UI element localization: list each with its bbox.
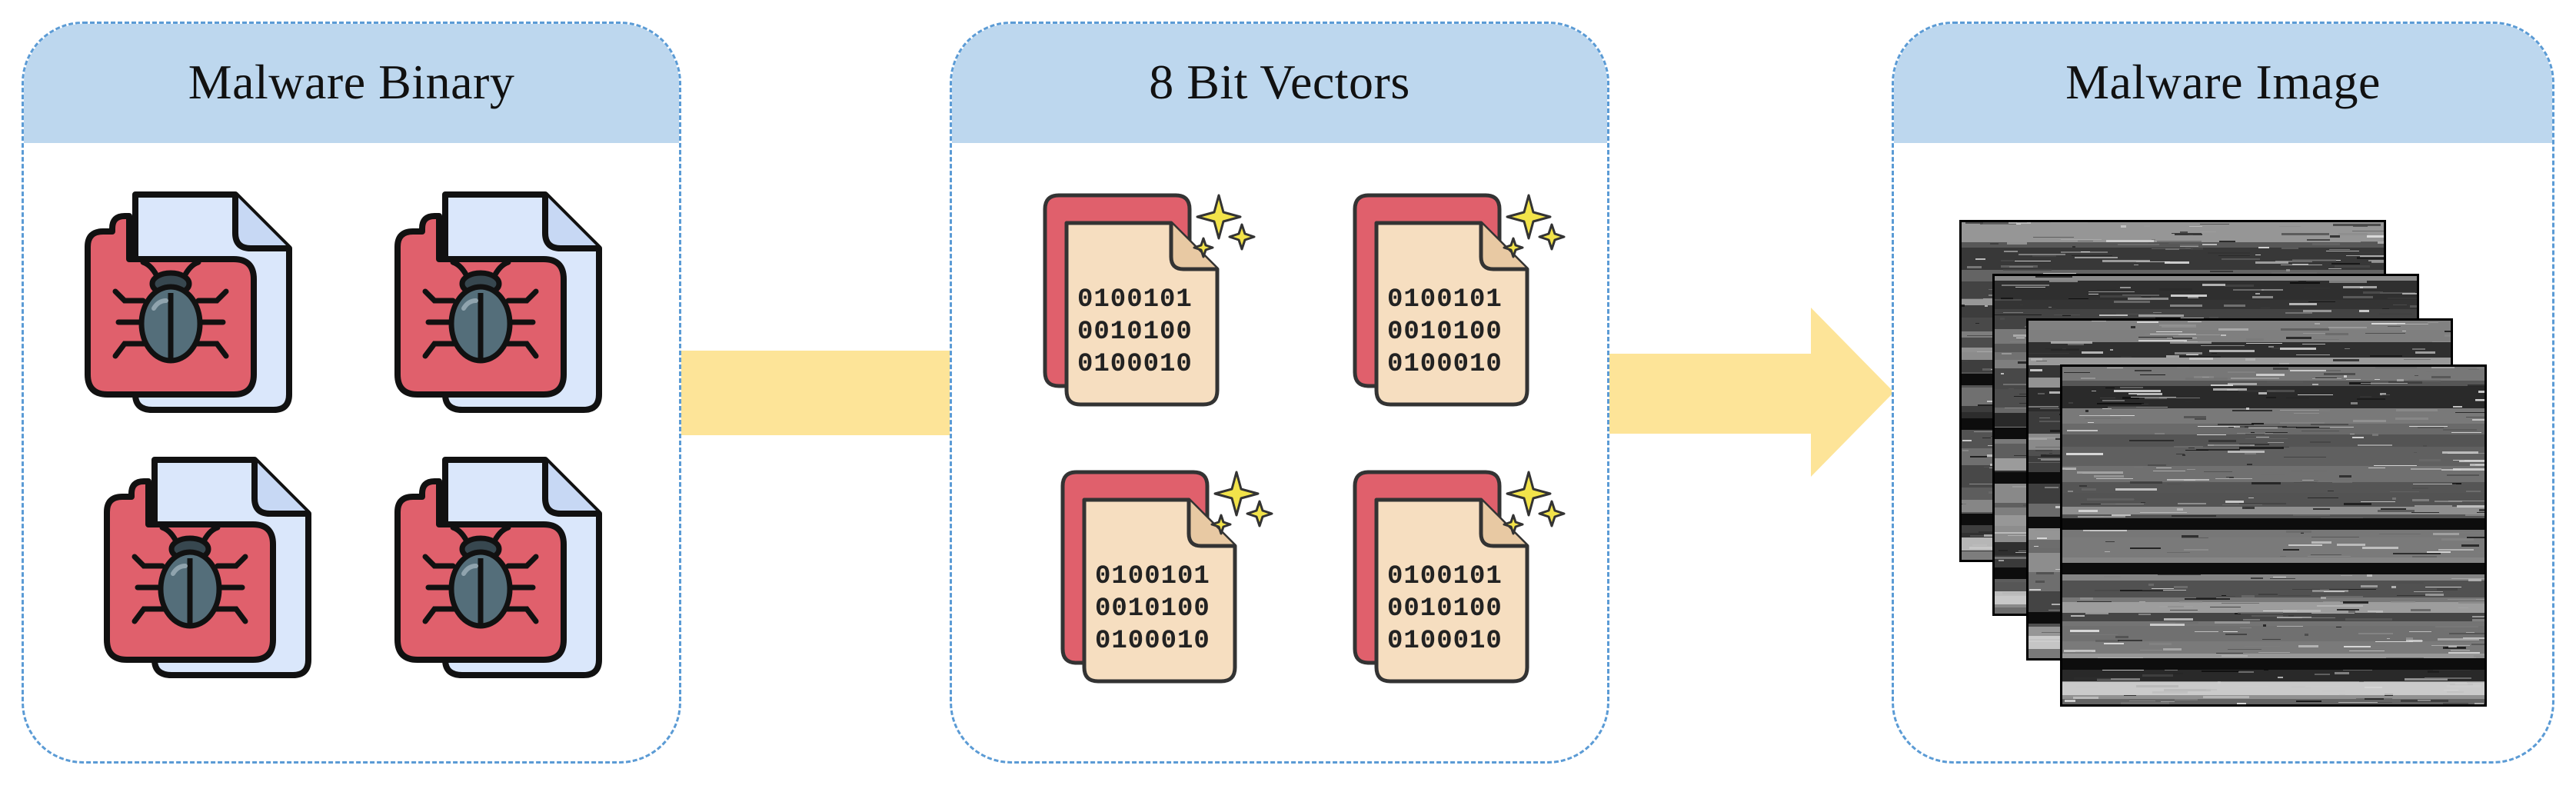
binary-document-icon: 0100101 0010100 0100010 xyxy=(1040,189,1263,420)
malware-file-icon xyxy=(391,451,622,681)
panel-header: Malware Image xyxy=(1894,24,2552,143)
bit-line: 0100101 xyxy=(1387,562,1503,591)
panel-frame: Malware Binary xyxy=(22,22,681,764)
malware-file-icon xyxy=(391,185,622,416)
file-page-fold xyxy=(542,195,599,251)
bit-line: 0100010 xyxy=(1387,627,1503,656)
bit-line: 0100010 xyxy=(1387,350,1503,379)
malware-grayscale-image xyxy=(2060,364,2487,707)
connector-band-shape xyxy=(681,351,954,435)
bit-line: 0100010 xyxy=(1095,627,1210,656)
binary-document-icon: 0100101 0010100 0100010 xyxy=(1058,466,1281,697)
panel-frame: 8 Bit Vectors 0100101 0010100 0100010 01… xyxy=(950,22,1609,764)
sparkle-icon xyxy=(1503,194,1566,258)
file-page-fold xyxy=(232,195,289,251)
bit-line: 0010100 xyxy=(1077,318,1193,347)
panel-8-bit-vectors: 8 Bit Vectors 0100101 0010100 0100010 01… xyxy=(950,22,1609,764)
bit-line: 0010100 xyxy=(1387,318,1503,347)
bit-line: 0100101 xyxy=(1387,285,1503,314)
panel-malware-image: Malware Image xyxy=(1892,22,2554,764)
connector-band xyxy=(681,351,954,439)
sparkle-icon xyxy=(1210,471,1273,535)
panel-frame: Malware Image xyxy=(1892,22,2554,764)
panel-title: Malware Image xyxy=(2065,55,2381,109)
doc-fold xyxy=(1479,223,1527,271)
panel-title: 8 Bit Vectors xyxy=(1149,55,1410,109)
panel-malware-binary: Malware Binary xyxy=(22,22,681,764)
panel-title: Malware Binary xyxy=(188,55,515,109)
doc-fold xyxy=(1479,500,1527,548)
binary-document-icon: 0100101 0010100 0100010 xyxy=(1350,189,1573,420)
sparkle-icon xyxy=(1193,194,1256,258)
bit-line: 0100101 xyxy=(1095,562,1210,591)
panel-header: 8 Bit Vectors xyxy=(952,24,1607,143)
bit-line: 0010100 xyxy=(1095,594,1210,624)
panel-header: Malware Binary xyxy=(24,24,679,143)
file-page-fold xyxy=(251,460,308,517)
panel-body: 0100101 0010100 0100010 0100101 0010100 … xyxy=(952,143,1607,761)
binary-document-icon: 0100101 0010100 0100010 xyxy=(1350,466,1573,697)
doc-fold xyxy=(1186,500,1235,548)
malware-file-icon xyxy=(101,451,331,681)
file-page-fold xyxy=(542,460,599,517)
malware-image-layer xyxy=(2060,364,2487,707)
doc-fold xyxy=(1169,223,1217,271)
connector-arrow-shape xyxy=(1609,308,1894,477)
panel-body xyxy=(1894,143,2552,761)
malware-file-icon xyxy=(82,185,312,416)
connector-arrow xyxy=(1609,308,1894,481)
bit-line: 0100101 xyxy=(1077,285,1193,314)
bit-line: 0100010 xyxy=(1077,350,1193,379)
bit-line: 0010100 xyxy=(1387,594,1503,624)
panel-body xyxy=(24,143,679,761)
sparkle-icon xyxy=(1503,471,1566,535)
